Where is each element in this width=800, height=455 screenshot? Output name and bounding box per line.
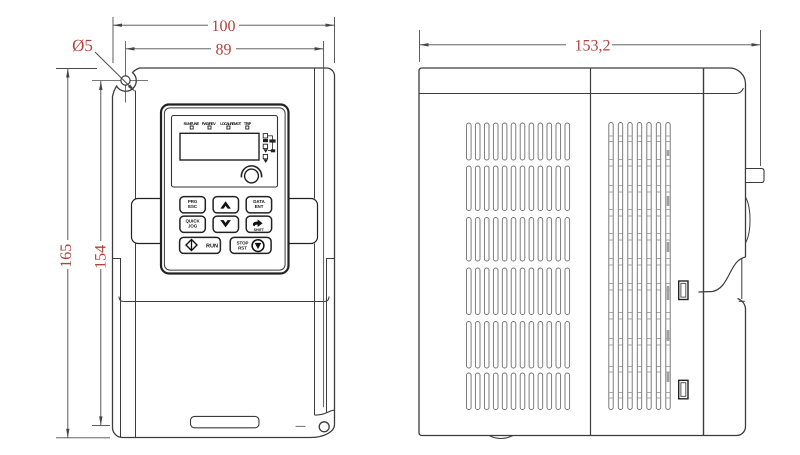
svg-text:153,2: 153,2: [575, 38, 611, 55]
svg-text:RUN: RUN: [206, 244, 218, 250]
svg-text:FWD/REV: FWD/REV: [202, 122, 216, 126]
svg-text:QUICK: QUICK: [186, 219, 201, 224]
svg-text:ENT: ENT: [255, 204, 264, 209]
svg-text:100: 100: [212, 18, 236, 35]
svg-text:DATA: DATA: [253, 199, 265, 204]
svg-text:Ø5: Ø5: [72, 36, 93, 55]
svg-text:LOCAL/REMOT: LOCAL/REMOT: [220, 122, 242, 126]
svg-text:SHIFT: SHIFT: [254, 228, 265, 232]
svg-text:RUN/TUNE: RUN/TUNE: [184, 122, 200, 126]
svg-text:TRIP: TRIP: [244, 122, 252, 126]
svg-text:STOP: STOP: [237, 240, 249, 245]
svg-text:JOG: JOG: [188, 224, 198, 229]
svg-text:PRG: PRG: [188, 199, 198, 204]
svg-text:ESC: ESC: [188, 204, 198, 209]
svg-text:154: 154: [92, 245, 109, 269]
svg-text:165: 165: [58, 244, 75, 268]
svg-text:89: 89: [216, 42, 232, 59]
svg-text:RST: RST: [238, 245, 247, 250]
